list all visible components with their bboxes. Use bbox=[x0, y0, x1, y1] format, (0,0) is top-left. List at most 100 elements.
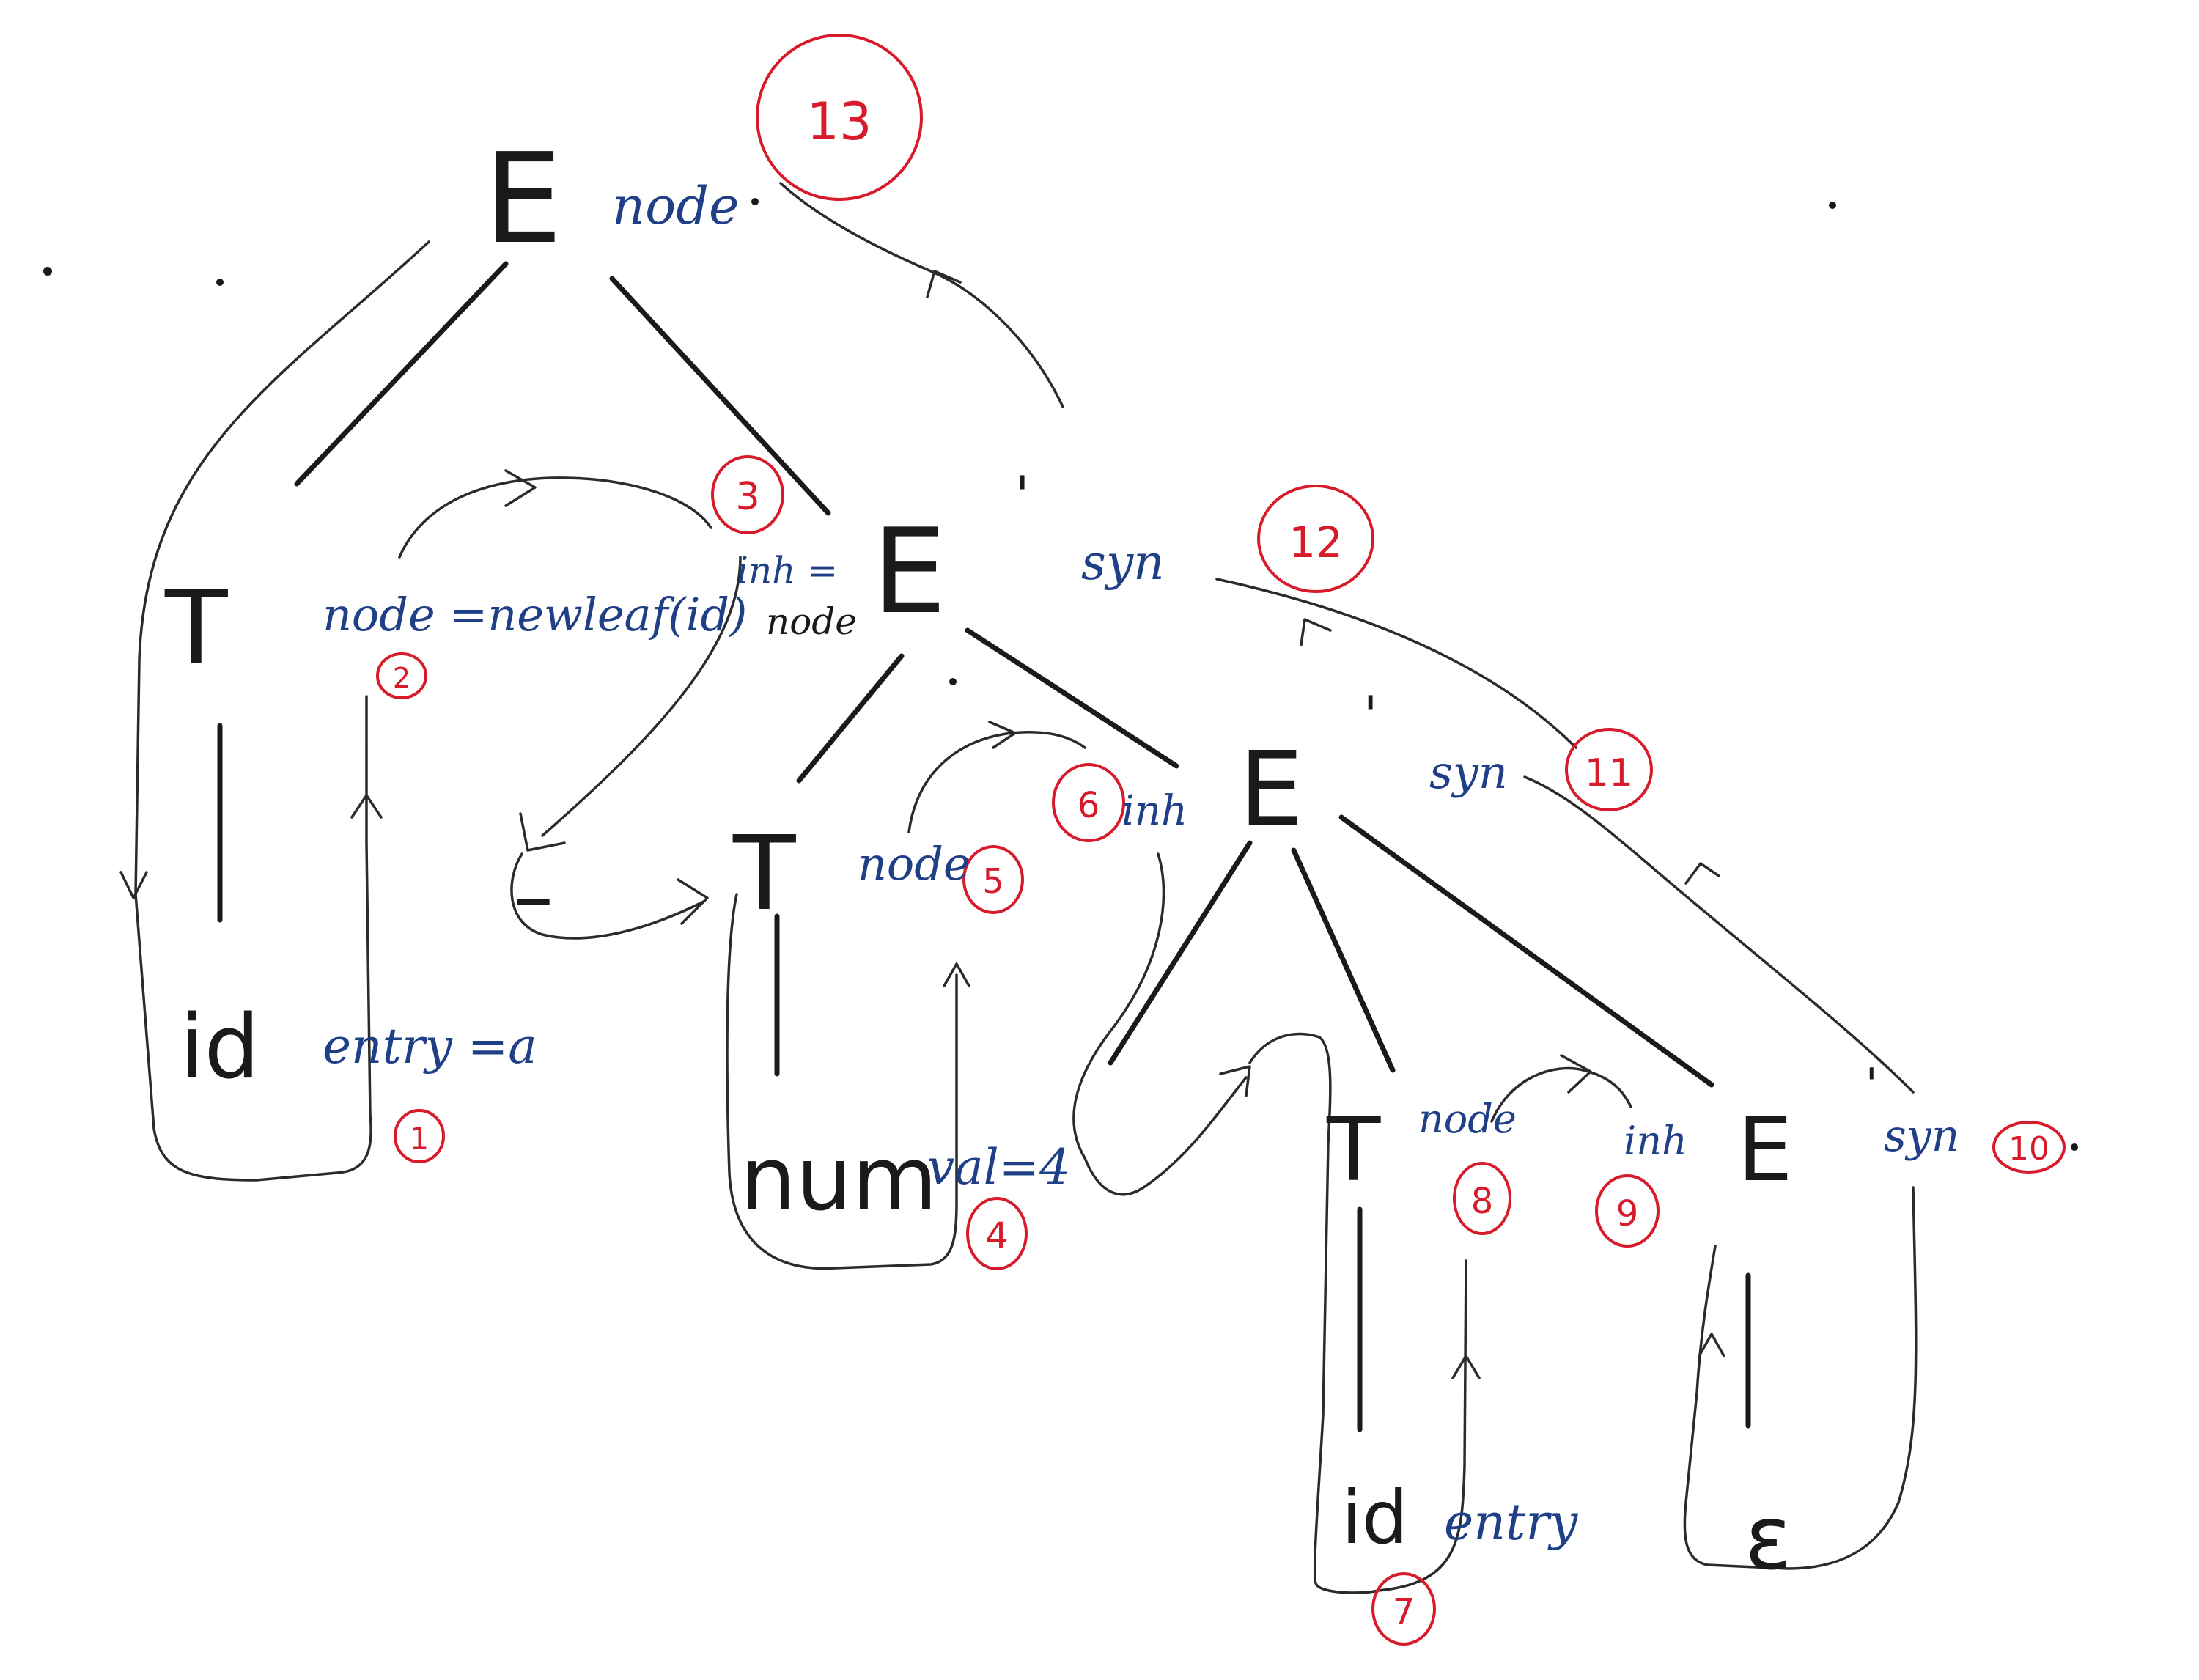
edge-eprime2-eprime3 bbox=[1338, 814, 1714, 1088]
eprime1-prime: ' bbox=[1015, 465, 1029, 526]
arrowhead-up-syn11 bbox=[1684, 862, 1720, 885]
arrowhead-down-left-minus bbox=[519, 812, 566, 852]
arrowhead-up-epsilon bbox=[1698, 1333, 1725, 1357]
arrowhead-up-val bbox=[943, 962, 970, 987]
stray-dot bbox=[216, 279, 224, 286]
arrowhead-to-t3 bbox=[1219, 1065, 1251, 1097]
t1-symbol: T bbox=[164, 569, 228, 688]
arrowhead-up-entry2 bbox=[1451, 1355, 1481, 1379]
step-circle-6 bbox=[1052, 763, 1125, 842]
entry-a-attr: entry =a bbox=[323, 1018, 537, 1075]
id2-symbol: id bbox=[1341, 1475, 1408, 1561]
flow-root-down-left bbox=[134, 240, 430, 896]
eprime3-prime: ' bbox=[1865, 1059, 1878, 1110]
stray-dot bbox=[2071, 1143, 2078, 1151]
num-symbol: num bbox=[740, 1129, 938, 1231]
flow-minus-to-t2 bbox=[510, 852, 705, 940]
step-10-label: 10 bbox=[2008, 1130, 2049, 1168]
epsilon-symbol: ε bbox=[1745, 1488, 1792, 1590]
arrowhead-up-syn13 bbox=[926, 270, 962, 298]
entry2-attr: entry bbox=[1444, 1494, 1579, 1552]
step-circles: 13 3 12 11 2 1 6 5 4 8 9 10 7 bbox=[376, 34, 2066, 1646]
step-circle-4 bbox=[966, 1197, 1028, 1270]
stray-dot bbox=[751, 198, 759, 205]
step-7-label: 7 bbox=[1393, 1591, 1415, 1632]
flow-inh-down bbox=[541, 556, 742, 837]
t2-symbol: T bbox=[732, 814, 796, 934]
flow-syn-up-2 bbox=[1215, 578, 1577, 749]
edge-eprime2-minus-branch bbox=[1108, 840, 1253, 1066]
syn3-attr: syn bbox=[1884, 1110, 1959, 1162]
step-9-label: 9 bbox=[1616, 1193, 1639, 1234]
stray-dot bbox=[949, 678, 957, 685]
tree-edges bbox=[217, 261, 1751, 1432]
edge-root-t1 bbox=[294, 261, 509, 487]
arrowhead-up-syn12 bbox=[1300, 618, 1332, 646]
val-attr: val=4 bbox=[927, 1139, 1070, 1195]
arrowhead-up-entry bbox=[350, 794, 383, 819]
inh1-attr-line1: inh = bbox=[737, 549, 838, 592]
step-13-label: 13 bbox=[806, 92, 872, 152]
step-1-label: 1 bbox=[410, 1121, 430, 1157]
syn1-attr: syn bbox=[1081, 534, 1165, 591]
step-5-label: 5 bbox=[982, 861, 1003, 901]
flow-around-id1 bbox=[134, 695, 372, 1182]
flow-around-epsilon bbox=[1683, 1186, 1918, 1570]
attribute-labels: node node =newleaf(id) entry =a inh = no… bbox=[323, 176, 1959, 1552]
evaluation-flow-arrows bbox=[119, 182, 1918, 1594]
step-circle-8 bbox=[1453, 1162, 1511, 1235]
flow-inh2-around-minus bbox=[1072, 852, 1248, 1196]
flow-node-to-inh2 bbox=[907, 730, 1086, 833]
inh3-attr: inh bbox=[1624, 1118, 1687, 1164]
flow-node-to-inh3 bbox=[1490, 1066, 1632, 1123]
edge-eprime1-t2 bbox=[796, 653, 905, 784]
arrowhead-right-inh3 bbox=[1560, 1054, 1592, 1094]
node-t3-attr: node bbox=[1418, 1096, 1517, 1142]
step-8-label: 8 bbox=[1471, 1181, 1494, 1222]
arrowhead-right-t2 bbox=[677, 878, 709, 925]
step-6-label: 6 bbox=[1078, 785, 1100, 826]
step-circle-1 bbox=[394, 1109, 445, 1163]
newleaf-attr: node =newleaf(id) bbox=[323, 588, 747, 641]
eprime3-symbol: E bbox=[1737, 1099, 1793, 1201]
root-node-attr: node bbox=[612, 176, 739, 236]
grammar-symbols: E T id E ' – T num E ' T id E ' ε bbox=[164, 127, 1878, 1590]
step-circle-9 bbox=[1595, 1174, 1660, 1248]
root-e-symbol: E bbox=[484, 127, 562, 272]
step-circle-3 bbox=[711, 455, 784, 534]
flow-around-id2-left bbox=[1248, 1032, 1380, 1594]
minus-symbol: – bbox=[513, 849, 553, 943]
t3-symbol: T bbox=[1326, 1099, 1381, 1201]
flow-around-num bbox=[726, 893, 958, 1270]
id1-symbol: id bbox=[180, 997, 260, 1099]
eprime2-prime: ' bbox=[1363, 685, 1377, 745]
node-t2-attr: node bbox=[858, 837, 970, 891]
arrowhead-down-left bbox=[119, 871, 148, 899]
inh2-attr: inh bbox=[1121, 787, 1187, 835]
stray-marks bbox=[43, 198, 2078, 1151]
step-circle-11 bbox=[1565, 728, 1653, 811]
edge-eprime2-t3 bbox=[1291, 847, 1396, 1073]
step-circle-2 bbox=[376, 652, 427, 699]
edge-root-eprime1 bbox=[609, 276, 831, 516]
step-circle-10 bbox=[1992, 1121, 2066, 1174]
step-circle-7 bbox=[1371, 1572, 1436, 1646]
flow-syn-up-3 bbox=[779, 182, 1064, 408]
inh1-attr-line2: node bbox=[766, 600, 857, 643]
eprime1-symbol: E bbox=[872, 503, 946, 640]
step-12-label: 12 bbox=[1289, 517, 1343, 567]
eprime2-symbol: E bbox=[1239, 730, 1303, 850]
flow-syn-up-1 bbox=[1523, 775, 1915, 1094]
step-circle-13 bbox=[756, 34, 923, 201]
step-3-label: 3 bbox=[735, 475, 759, 519]
step-11-label: 11 bbox=[1585, 751, 1633, 795]
flow-node-to-inh bbox=[398, 476, 712, 559]
step-2-label: 2 bbox=[393, 662, 410, 694]
arrowhead-right-inh2 bbox=[988, 721, 1017, 749]
step-4-label: 4 bbox=[985, 1215, 1009, 1257]
stray-dot bbox=[1829, 202, 1836, 209]
step-circle-5 bbox=[962, 845, 1024, 914]
stray-dot bbox=[43, 267, 52, 276]
step-circle-12 bbox=[1257, 485, 1374, 593]
